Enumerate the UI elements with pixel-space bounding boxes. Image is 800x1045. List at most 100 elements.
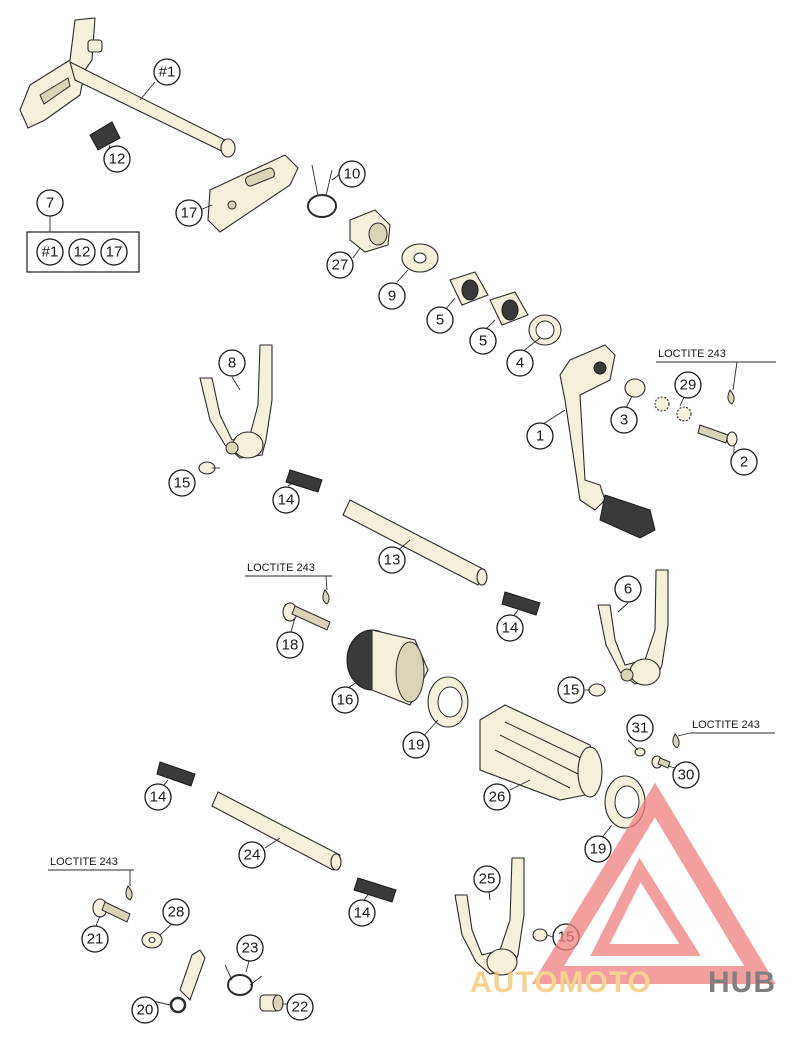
spring-14b bbox=[501, 591, 541, 616]
callout-15b: 15 bbox=[557, 676, 585, 704]
callout-14c: 14 bbox=[144, 783, 172, 811]
loctite-drop-1 bbox=[727, 389, 735, 405]
svg-text:25: 25 bbox=[479, 871, 496, 888]
svg-text:15: 15 bbox=[174, 475, 191, 492]
svg-text:12: 12 bbox=[109, 151, 126, 168]
callout-14d: 14 bbox=[348, 899, 376, 927]
svg-text:13: 13 bbox=[384, 552, 401, 569]
svg-text:30: 30 bbox=[678, 767, 695, 784]
callout-21: 21 bbox=[81, 925, 109, 953]
washer-3 bbox=[624, 378, 646, 398]
callout-18: 18 bbox=[276, 631, 304, 659]
washer-29 bbox=[654, 396, 692, 422]
svg-text:5: 5 bbox=[479, 333, 487, 350]
svg-text:12: 12 bbox=[74, 244, 91, 261]
callout-3: 3 bbox=[610, 406, 638, 434]
loctite-note-3: LOCTITE 243 bbox=[692, 719, 760, 731]
loctite-note-1: LOCTITE 243 bbox=[658, 348, 726, 360]
watermark-text-automoto: AUTOMOTO bbox=[470, 966, 652, 999]
callout-26: 26 bbox=[483, 783, 511, 811]
svg-text:7: 7 bbox=[46, 195, 54, 212]
bearing-19b bbox=[604, 775, 646, 829]
shift-lever-1 bbox=[559, 344, 656, 539]
callout-31: 31 bbox=[626, 714, 654, 742]
shift-fork-8 bbox=[199, 344, 273, 459]
svg-text:17: 17 bbox=[181, 205, 198, 222]
callout-28: 28 bbox=[162, 898, 190, 926]
callout-15a: 15 bbox=[168, 469, 196, 497]
spring-14c bbox=[156, 761, 196, 787]
watermark-text-hub: HUB bbox=[708, 966, 776, 999]
callout-24: 24 bbox=[238, 841, 266, 869]
shift-drum-cam-16 bbox=[346, 629, 429, 706]
part-27 bbox=[349, 209, 391, 253]
svg-text:6: 6 bbox=[624, 581, 632, 598]
callout-27: 27 bbox=[326, 251, 354, 279]
svg-text:9: 9 bbox=[388, 288, 396, 305]
washer-31 bbox=[634, 747, 646, 757]
bolt-21 bbox=[92, 898, 131, 923]
seal-4 bbox=[528, 314, 562, 346]
spring-14d bbox=[353, 877, 397, 903]
callout-5b: 5 bbox=[469, 327, 497, 355]
svg-text:28: 28 bbox=[168, 904, 185, 921]
callout-shaft: #1 bbox=[153, 58, 181, 86]
svg-text:14: 14 bbox=[278, 492, 295, 509]
svg-text:14: 14 bbox=[502, 620, 519, 637]
callout-30: 30 bbox=[672, 761, 700, 789]
shift-shaft bbox=[19, 17, 236, 158]
screw-30 bbox=[651, 755, 671, 769]
callout-19a: 19 bbox=[402, 731, 430, 759]
lever-20 bbox=[169, 949, 206, 1014]
bearing-5a bbox=[449, 271, 489, 306]
callout-4: 4 bbox=[506, 349, 534, 377]
shift-drum-26 bbox=[479, 704, 603, 801]
callout-9: 9 bbox=[378, 282, 406, 310]
spring-14a bbox=[285, 469, 323, 493]
callout-19b: 19 bbox=[584, 835, 612, 863]
callout-7: 7 bbox=[36, 189, 64, 217]
washer-28 bbox=[141, 931, 163, 949]
roller-22 bbox=[259, 994, 284, 1012]
kit-item-shaft: #1 bbox=[36, 238, 64, 266]
svg-text:21: 21 bbox=[87, 931, 104, 948]
callout-6: 6 bbox=[614, 575, 642, 603]
svg-text:14: 14 bbox=[354, 905, 371, 922]
svg-text:22: 22 bbox=[292, 999, 309, 1016]
svg-text:31: 31 bbox=[632, 720, 649, 737]
callout-14b: 14 bbox=[496, 614, 524, 642]
callout-2: 2 bbox=[730, 448, 758, 476]
callout-16: 16 bbox=[331, 686, 359, 714]
svg-text:20: 20 bbox=[137, 1002, 154, 1019]
callout-8: 8 bbox=[218, 349, 246, 377]
svg-text:2: 2 bbox=[740, 454, 748, 471]
shift-fork-6 bbox=[597, 569, 669, 686]
svg-text:29: 29 bbox=[680, 377, 697, 394]
svg-text:24: 24 bbox=[244, 847, 261, 864]
callout-17: 17 bbox=[175, 199, 203, 227]
svg-text:16: 16 bbox=[337, 692, 354, 709]
loctite-note-2: LOCTITE 243 bbox=[247, 562, 315, 574]
callout-1: 1 bbox=[526, 422, 554, 450]
bearing-5b bbox=[489, 291, 529, 326]
callout-25: 25 bbox=[473, 865, 501, 893]
bearing-19a bbox=[427, 676, 469, 728]
callout-22: 22 bbox=[286, 993, 314, 1021]
shift-plate-17 bbox=[207, 154, 299, 233]
pin-15c bbox=[532, 928, 548, 942]
callout-10: 10 bbox=[338, 160, 366, 188]
loctite-drop-2 bbox=[322, 589, 330, 605]
svg-text:14: 14 bbox=[150, 789, 167, 806]
washer-9 bbox=[401, 243, 439, 273]
callout-12: 12 bbox=[103, 145, 131, 173]
callout-14a: 14 bbox=[272, 486, 300, 514]
svg-text:27: 27 bbox=[332, 257, 349, 274]
svg-text:#1: #1 bbox=[42, 244, 59, 261]
svg-text:4: 4 bbox=[516, 355, 524, 372]
rod-13 bbox=[342, 499, 488, 586]
kit-box-7: #1 12 17 bbox=[26, 231, 140, 273]
kit-item-12: 12 bbox=[68, 238, 96, 266]
svg-text:1: 1 bbox=[536, 428, 544, 445]
svg-text:26: 26 bbox=[489, 789, 506, 806]
